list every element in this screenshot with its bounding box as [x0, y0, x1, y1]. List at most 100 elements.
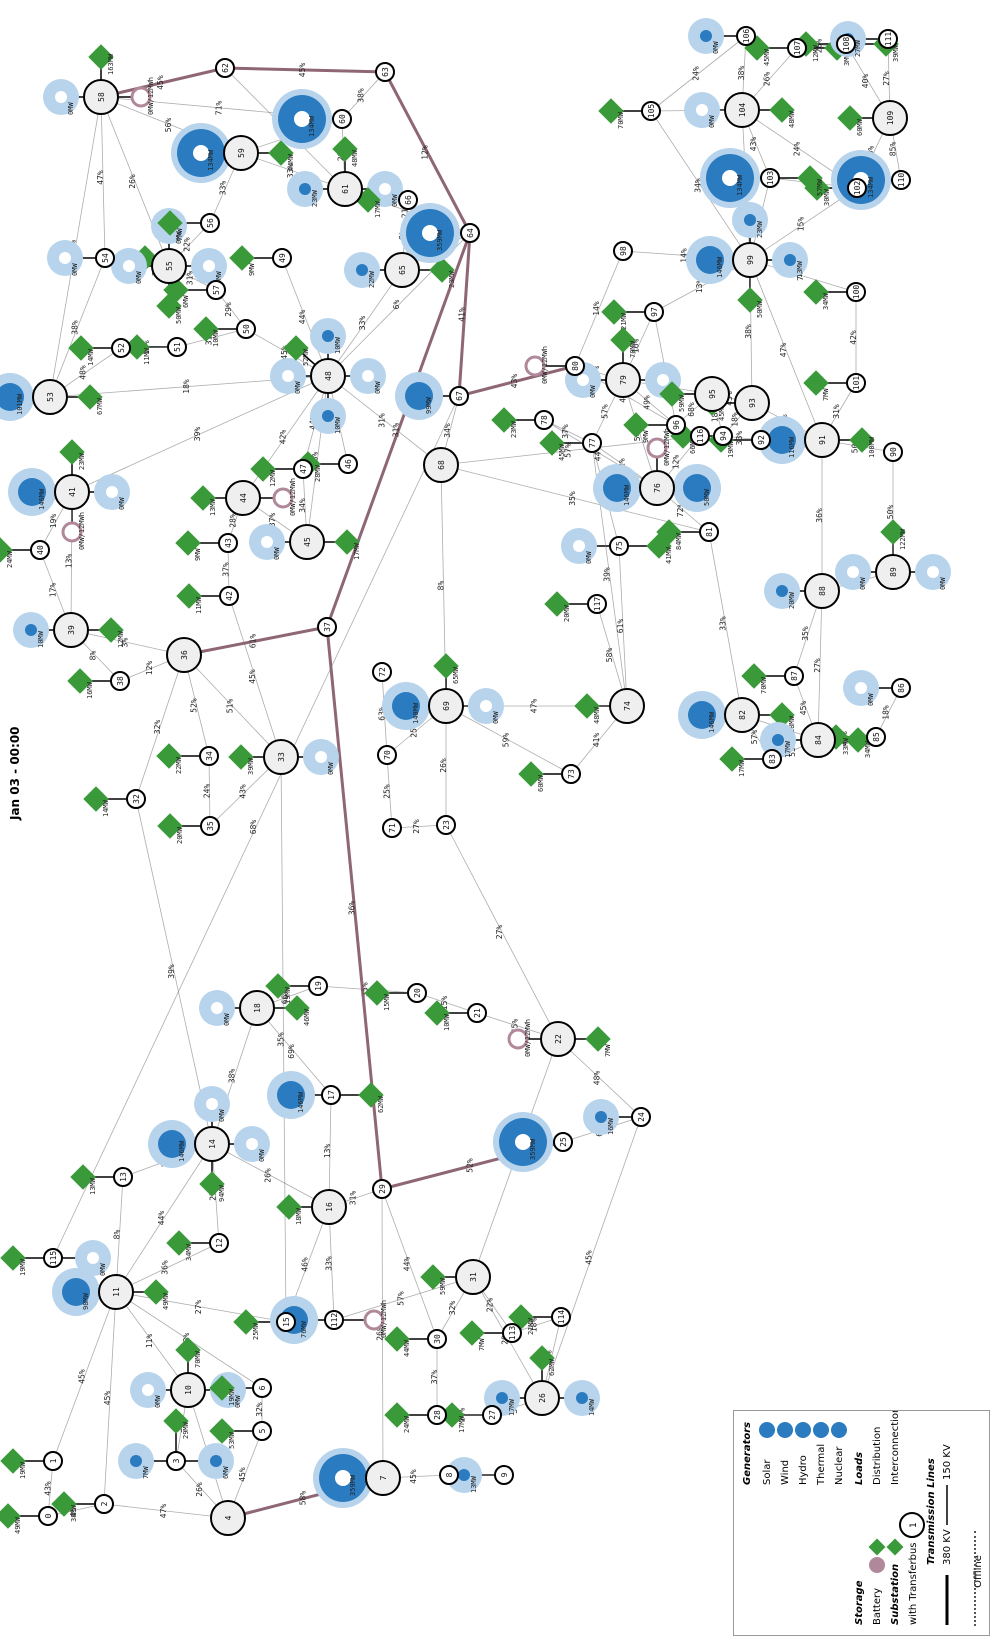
bus-circle — [200, 816, 220, 836]
line-loading-label: 24% — [203, 784, 212, 799]
line-11-15 — [115, 1291, 287, 1323]
gen-output-label: 7MW — [604, 1044, 612, 1057]
load-diamond-icon — [803, 370, 829, 396]
line-loading-label: 61% — [616, 619, 625, 634]
bus-28: 28 — [427, 1405, 447, 1425]
wind-icon — [210, 1455, 222, 1467]
gen-output-label: 24MW — [403, 1415, 411, 1433]
gen-output-label: 146MW — [178, 1140, 186, 1162]
line-loading-label: 19% — [49, 514, 58, 529]
gen-output-label: 16MW — [86, 681, 94, 699]
bus-117: 117 — [587, 594, 607, 614]
line-loading-label: 68% — [249, 820, 258, 835]
bus-number: 102 — [853, 181, 862, 196]
gen-output-label: 10MW — [37, 630, 45, 648]
gen-output-label: 53MW — [228, 1431, 236, 1449]
gen-output-label: 41MW — [665, 546, 673, 564]
solar-icon — [142, 1384, 154, 1396]
bus-11: 11 — [98, 1274, 134, 1310]
bus-number: 99 — [746, 255, 755, 265]
bus-number: 46 — [344, 459, 353, 469]
gen-load-31: 59MW — [420, 1264, 447, 1295]
bus-3: 3 — [166, 1451, 186, 1471]
gen-solar-69: 0MW — [468, 688, 504, 724]
bus-number: 32 — [132, 794, 141, 804]
gen-solar-33: 0MW — [303, 739, 339, 775]
bus-number: 8 — [445, 1472, 454, 1477]
gen-hydro-69: 140MW — [382, 682, 430, 730]
bus-58: 58 — [83, 79, 119, 115]
gen-output-label: 50MW — [756, 300, 764, 318]
gen-output-label: 34MW — [864, 740, 872, 758]
bus-18: 18 — [239, 990, 275, 1026]
gen-thermal-67: 99MW — [395, 372, 443, 420]
line-loading-label: 50% — [851, 439, 860, 454]
bus-circle — [209, 1233, 229, 1253]
legend-150kv-label: 150 KV — [942, 1444, 953, 1480]
bus-number: 107 — [793, 41, 802, 56]
line-loading-label: 43% — [44, 1481, 53, 1496]
line-loading-label: 41% — [458, 307, 467, 322]
load-diamond-icon — [719, 746, 745, 772]
line-loading-label: 44% — [298, 310, 307, 325]
gen-output-label: 39MW — [892, 44, 900, 62]
gen-output-label: 0MW — [118, 497, 126, 510]
bus-circle — [436, 815, 456, 835]
gen-output-label: 0MW — [708, 115, 716, 128]
bus-circle — [699, 522, 719, 542]
line-loading-label: 14% — [680, 248, 689, 263]
bus-circle — [167, 337, 187, 357]
line-loading-label: 25% — [410, 723, 419, 738]
line-loading-label: 7% — [796, 271, 805, 281]
hydro-icon — [392, 692, 420, 720]
gen-output-label: 18MW — [295, 1207, 303, 1225]
gen-load-43: 9MW — [175, 530, 202, 561]
gen-load-13: 13MW — [70, 1164, 97, 1195]
bus-number: 55 — [165, 261, 174, 271]
bus-circle — [891, 170, 911, 190]
gen-output-label: 7MW — [142, 1466, 150, 1479]
bus-circle — [252, 1378, 272, 1398]
gen-output-label: 7MW — [822, 388, 830, 401]
gen-solar-48: 0MW — [350, 358, 386, 394]
bus-55: 55 — [151, 248, 187, 284]
bus-number: 109 — [886, 111, 895, 126]
gen-wind-3: 7MW — [118, 1443, 154, 1479]
bus-circle — [694, 376, 730, 412]
legend-thermal-icon — [813, 1422, 829, 1438]
gen-output-label: 23MW — [756, 220, 764, 238]
line-99-105 — [650, 110, 751, 261]
bus-number: 85 — [872, 732, 881, 742]
bus-number: 17 — [327, 1090, 336, 1100]
solar-icon — [87, 1252, 99, 1264]
line-70-71 — [386, 754, 393, 829]
bus-54: 54 — [95, 248, 115, 268]
solar-icon — [696, 104, 708, 116]
gen-output-label: 29MW — [182, 1421, 190, 1439]
bus-number: 105 — [647, 104, 656, 119]
gen-output-label: 6MW — [222, 1466, 230, 1479]
gen-output-label: 146MW — [716, 256, 724, 278]
bus-2: 2 — [94, 1494, 114, 1514]
hydro-icon — [18, 478, 46, 506]
line-81-82 — [708, 531, 743, 716]
load-diamond-icon — [59, 439, 85, 465]
bus-number: 44 — [239, 493, 248, 503]
gen-load-105: 70MW — [598, 98, 625, 129]
line-loading-label: 24% — [793, 142, 802, 157]
gen-wind-88: 20MW — [764, 573, 800, 609]
line-loading-label: 39% — [167, 964, 176, 979]
line-loading-label: 35% — [361, 982, 370, 997]
gen-load-30: 44MW — [384, 1326, 411, 1357]
load-diamond-icon — [332, 136, 358, 162]
line-loading-label: 21% — [401, 204, 410, 219]
line-loading-label: 45% — [511, 1019, 520, 1034]
load-diamond-icon — [364, 980, 390, 1006]
bus-circle — [324, 1310, 344, 1330]
gen-wind-48: 10MW — [310, 318, 346, 354]
bus-74: 74 — [609, 688, 645, 724]
bus-circle — [200, 213, 220, 233]
line-loading-label: 27% — [412, 819, 421, 834]
gen-output-label: 62MW — [377, 1095, 385, 1113]
load-diamond-icon — [124, 334, 150, 360]
